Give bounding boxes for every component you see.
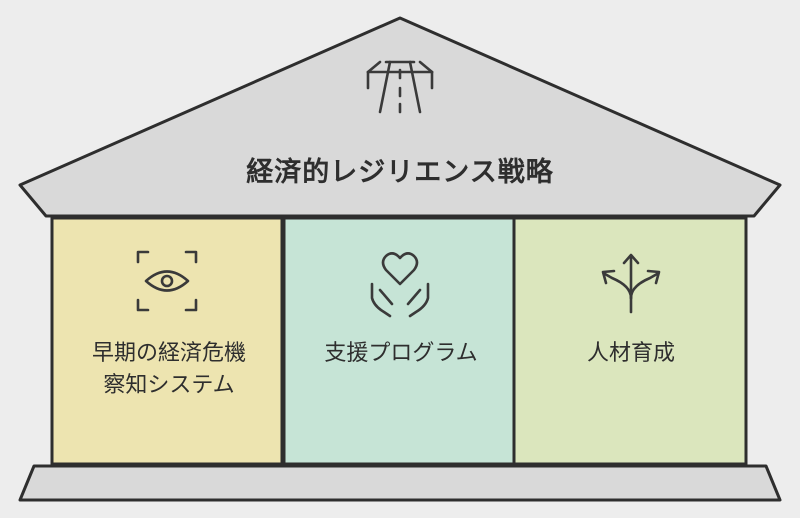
pillar-1-line-2: 察知システム — [103, 373, 235, 398]
pillar-2-line-1: 支援プログラム — [324, 341, 478, 366]
base — [18, 464, 782, 502]
branching-arrows-icon — [601, 253, 661, 314]
pillar-1-line-1: 早期の経済危機 — [91, 341, 246, 366]
pillar-1-label: 早期の経済危機 察知システム — [58, 338, 280, 402]
road-icon — [366, 60, 434, 114]
pillar-3-label: 人材育成 — [520, 338, 742, 370]
pillar-2-label: 支援プログラム — [290, 338, 512, 370]
roof — [18, 16, 782, 218]
pillar-1 — [50, 216, 284, 466]
pillar-3-line-1: 人材育成 — [586, 341, 675, 366]
pillar-2 — [282, 216, 516, 466]
eye-scan-icon — [136, 250, 198, 312]
diagram-title: 経済的レジリエンス戦略 — [246, 157, 554, 188]
heart-hands-icon — [370, 252, 430, 318]
